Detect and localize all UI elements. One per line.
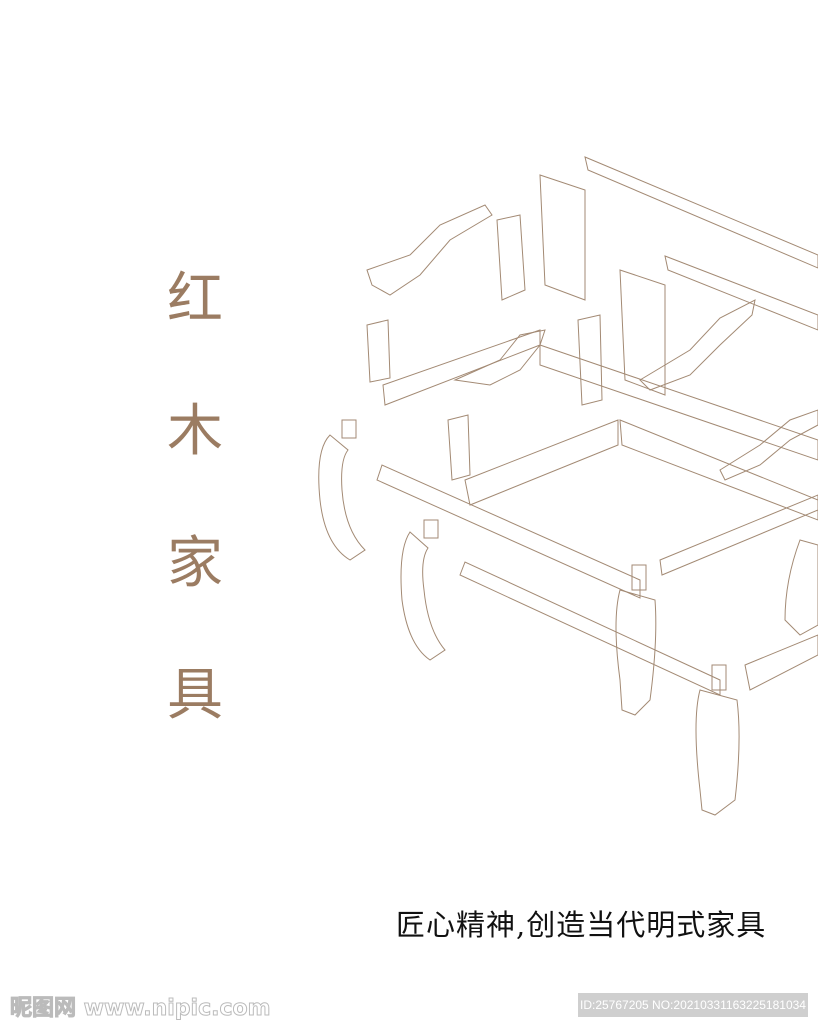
seat-rail-side <box>659 494 818 576</box>
tenon <box>423 519 439 539</box>
vertical-title: 红 木 家 具 <box>160 272 230 800</box>
site-watermark: 昵图网 www.nipic.com <box>10 996 272 1022</box>
title-char: 具 <box>167 663 223 728</box>
back-panel-mid <box>619 269 666 396</box>
arm-left <box>366 204 493 296</box>
apron-lower <box>459 561 721 696</box>
tenon <box>631 564 647 591</box>
id-watermark: ID:25767205 NO:20210331163225181034 <box>578 993 808 1017</box>
leg-front <box>615 589 657 716</box>
tenon <box>341 419 357 439</box>
leg-back-left <box>318 434 366 561</box>
post-4 <box>577 314 603 406</box>
apron-right <box>744 634 818 691</box>
post-1 <box>496 214 526 301</box>
title-char: 木 <box>167 399 223 464</box>
leg-right <box>784 539 818 636</box>
tenon <box>711 664 727 691</box>
post-3 <box>447 414 471 481</box>
slogan: 匠心精神,创造当代明式家具 <box>396 908 767 942</box>
title-char: 红 <box>167 267 223 332</box>
arm-right-2 <box>719 409 818 481</box>
seat-rail-left <box>382 329 541 406</box>
title-char: 家 <box>167 531 223 596</box>
back-rail-2 <box>664 255 818 331</box>
arm-right <box>639 299 756 391</box>
post-2 <box>366 319 391 383</box>
leg-left <box>400 531 446 661</box>
apron-front <box>376 464 641 599</box>
arm-rest-2 <box>453 329 546 386</box>
back-top-rail <box>584 156 818 269</box>
seat-rail-front <box>464 419 619 506</box>
seat-rail-right <box>619 419 818 521</box>
leg-front-right <box>695 689 740 816</box>
seat-rail-back <box>539 344 818 461</box>
back-panel-left <box>539 174 586 301</box>
